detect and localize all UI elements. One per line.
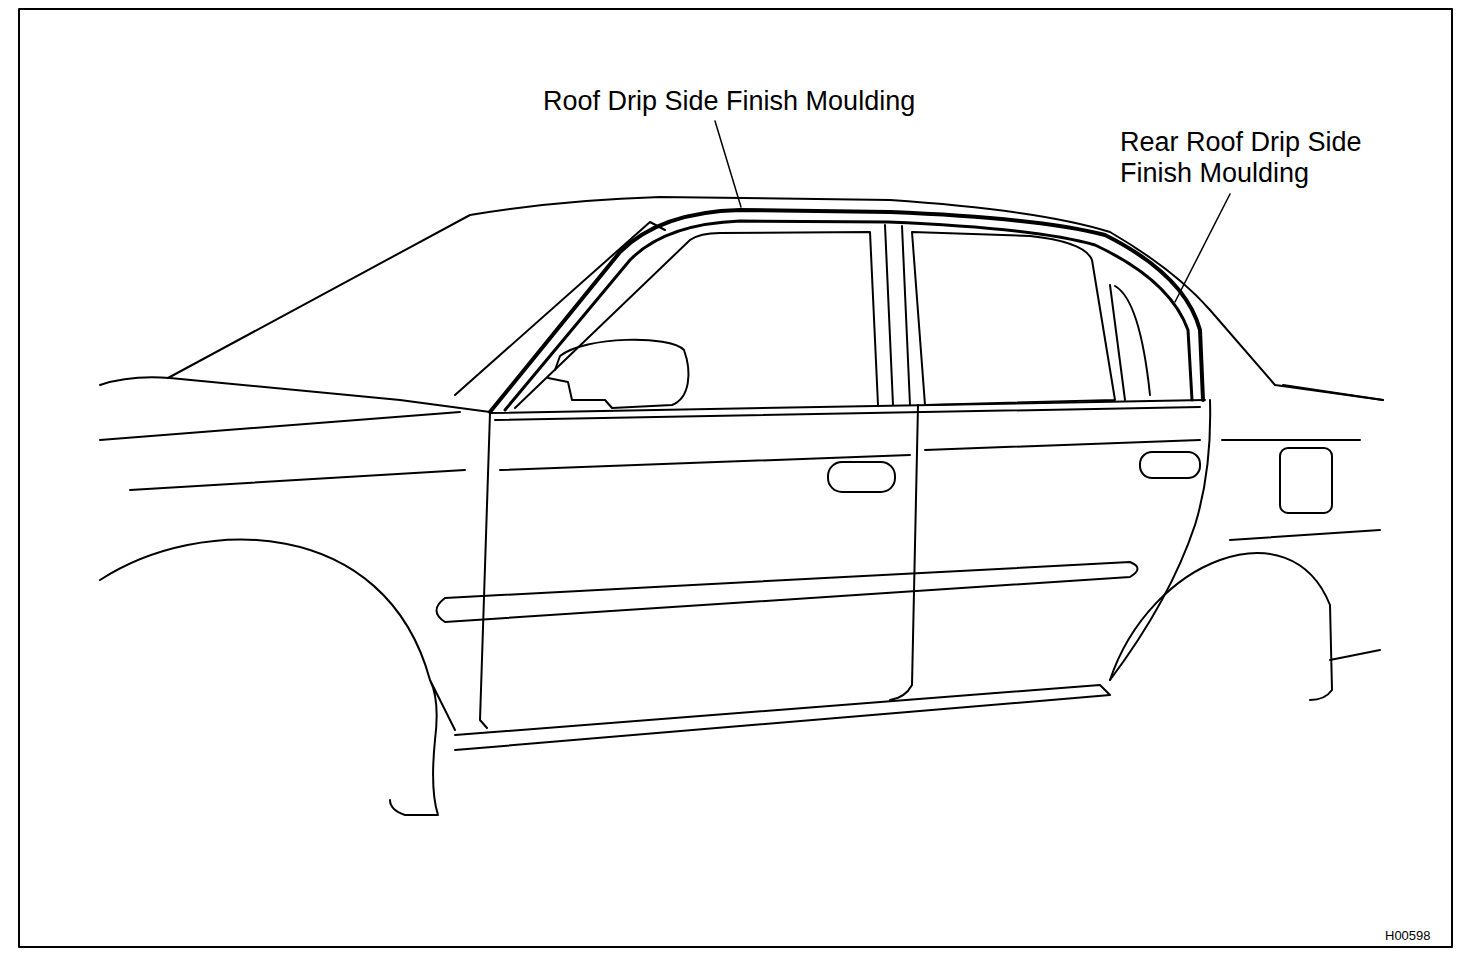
rear-door-glass xyxy=(912,232,1115,405)
leader-line xyxy=(1175,194,1230,302)
figure-code: H00598 xyxy=(1383,929,1433,944)
fuel-door xyxy=(1280,448,1332,513)
car-body xyxy=(100,197,1383,815)
leader-line xyxy=(715,121,741,207)
side-mirror xyxy=(548,340,688,408)
character-line xyxy=(130,440,1360,490)
front-door-handle xyxy=(828,462,895,492)
b-pillar xyxy=(885,225,910,405)
front-door-edge xyxy=(480,413,490,728)
front-wheel xyxy=(100,540,455,815)
roof-drip-moulding-inner xyxy=(505,221,1192,410)
door-gap xyxy=(890,405,918,700)
part-label: Roof Drip Side Finish Moulding xyxy=(541,86,917,117)
rear-wheel xyxy=(1110,553,1380,700)
rocker-panel xyxy=(455,685,1110,750)
a-pillar-line xyxy=(455,222,665,395)
belt-line xyxy=(490,400,1205,420)
hood xyxy=(100,377,490,440)
body-side-moulding xyxy=(437,562,1138,622)
frame-border xyxy=(19,9,1452,947)
part-label: Rear Roof Drip Side Finish Moulding xyxy=(1118,127,1392,189)
quarter-window xyxy=(1110,285,1150,400)
roof-drip-moulding xyxy=(490,210,1203,412)
front-door-glass xyxy=(515,232,878,408)
rear-quarter xyxy=(1230,385,1383,540)
rear-door-handle xyxy=(1140,452,1200,478)
